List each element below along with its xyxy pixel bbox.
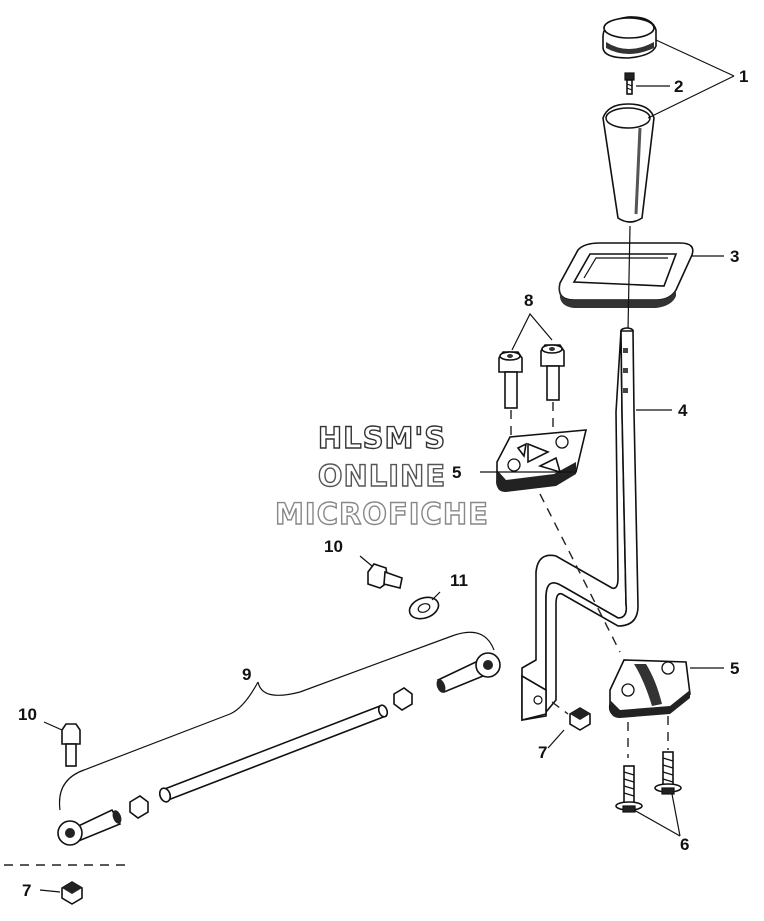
pivot-block-lower	[608, 659, 691, 718]
shift-link-rod	[158, 704, 389, 803]
callout-8: 8	[524, 291, 533, 310]
rod-end-left	[57, 808, 122, 846]
callout-9: 9	[242, 665, 251, 684]
callout-1: 1	[739, 67, 748, 86]
callout-2: 2	[674, 77, 683, 96]
watermark-line-2: ONLINE	[318, 459, 446, 493]
link-bolt-left	[61, 723, 81, 767]
rod-end-right	[436, 652, 501, 694]
mount-bolt-right	[540, 344, 565, 401]
callout-10-upper: 10	[324, 537, 343, 556]
callout-10-left: 10	[18, 705, 37, 724]
knob-screw	[624, 72, 635, 95]
callout-11: 11	[450, 571, 468, 590]
lock-nut-center	[569, 707, 591, 731]
leader-lines	[39, 39, 735, 893]
lock-nut-bottom	[61, 881, 83, 905]
callout-6: 6	[680, 835, 689, 854]
callout-3: 3	[730, 247, 739, 266]
callout-7-center: 7	[538, 743, 547, 762]
watermark-line-1: HLSM'S	[318, 421, 446, 455]
callout-7-bottom: 7	[22, 881, 31, 900]
shift-boot-seal	[558, 225, 694, 331]
shift-lever-rod	[521, 327, 639, 722]
jam-nut-right	[393, 687, 413, 711]
mount-bolt-left	[498, 351, 523, 409]
shift-handle	[602, 103, 655, 223]
pivot-block-upper	[496, 429, 588, 492]
knob-cap	[602, 16, 657, 59]
mount-screw-left	[615, 765, 643, 813]
callout-5-upper: 5	[452, 463, 461, 482]
callout-5-lower: 5	[730, 659, 739, 678]
link-bolt-upper	[367, 563, 403, 589]
watermark-line-3: MICROFICHE	[275, 497, 489, 531]
washer	[408, 596, 440, 620]
callout-4: 4	[678, 401, 688, 420]
mount-screw-right	[654, 751, 682, 795]
jam-nut-left	[129, 795, 149, 819]
